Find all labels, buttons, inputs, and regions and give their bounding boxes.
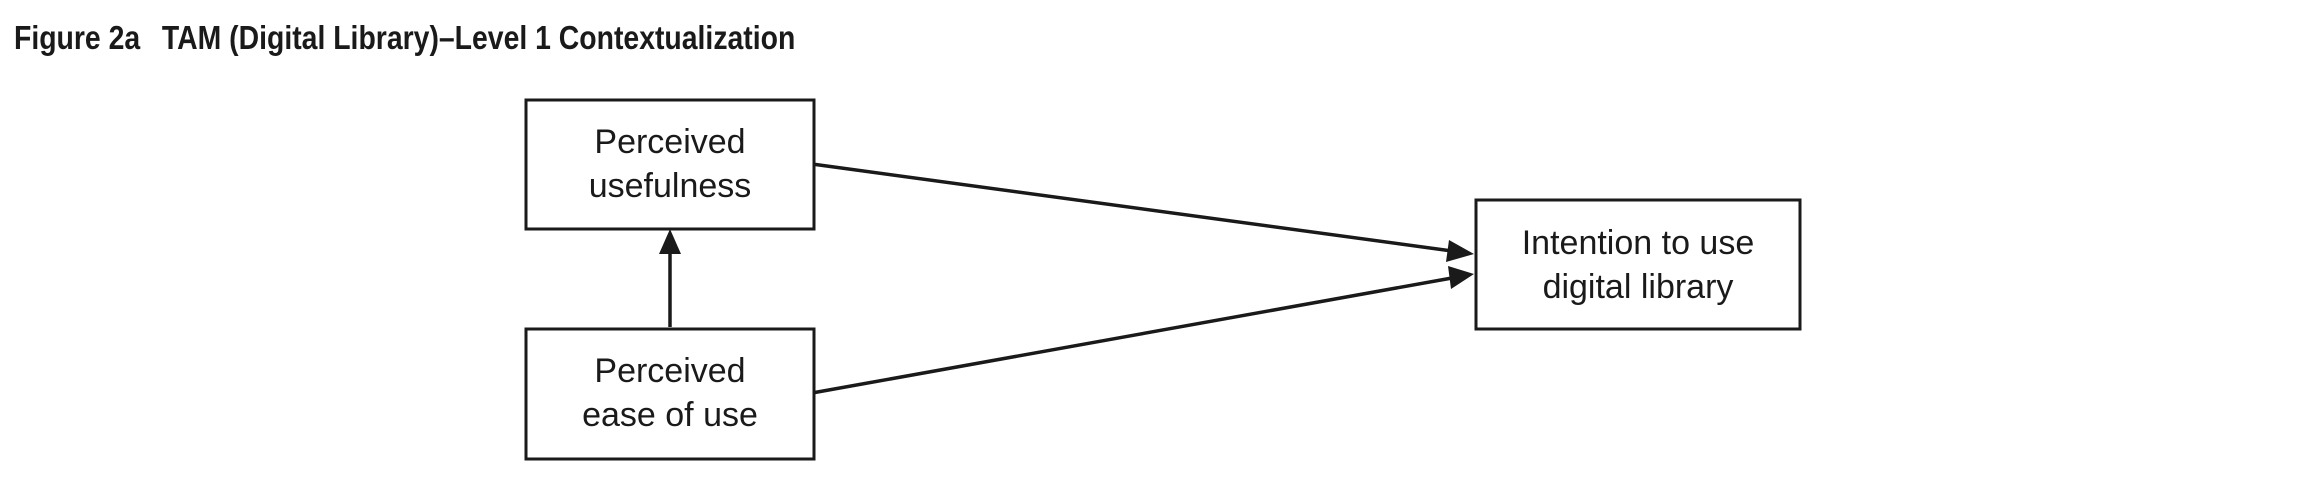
node-label-line-1: Perceived [594,352,745,390]
node-perceived-ease-of-use: Perceived ease of use [524,327,816,461]
figure-title: TAM (Digital Library)–Level 1 Contextual… [161,19,796,56]
node-label-line-1: Perceived [594,123,745,161]
node-intention-to-use: Intention to use digital library [1474,198,1802,331]
node-label-line-2: ease of use [582,396,758,434]
node-label-line-2: digital library [1543,268,1734,306]
arrowhead-icon [1448,266,1474,289]
arrowhead-icon [659,229,681,254]
node-label-line-2: usefulness [589,167,752,205]
edge-ease-to-intention [811,266,1474,395]
node-label-line-1: Intention to use [1522,224,1755,262]
figure-caption: Figure 2a TAM (Digital Library)–Level 1 … [14,18,795,58]
edge-usefulness-to-intention [811,162,1474,262]
node-perceived-usefulness: Perceived usefulness [524,98,816,231]
figure-label: Figure 2a [14,19,141,56]
edge-ease-to-usefulness [659,229,681,327]
arrowhead-icon [1446,240,1474,262]
